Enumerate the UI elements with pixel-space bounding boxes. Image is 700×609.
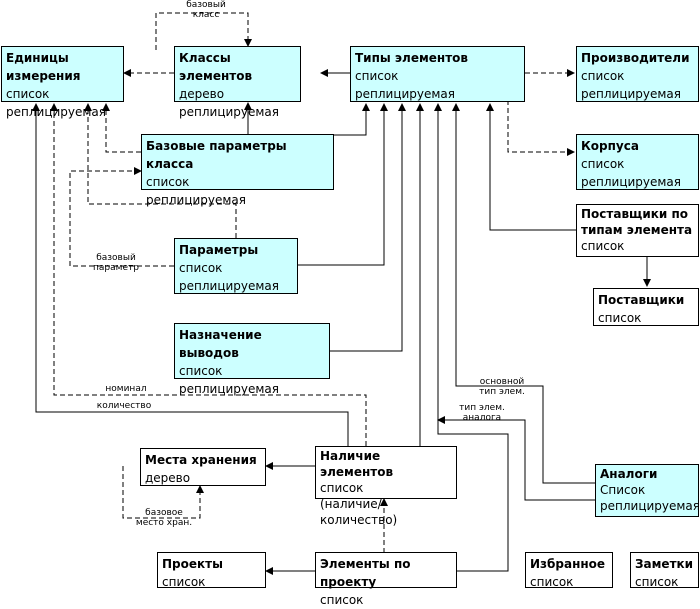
label-nominal-text: номинал	[105, 384, 147, 394]
label-base-storage-1: базовое	[145, 508, 183, 518]
edge-storage-self	[122, 466, 204, 519]
node-base-params-line1: список	[146, 175, 190, 189]
node-classes[interactable]: Классы элементов дерево реплицируемая	[174, 46, 301, 119]
node-units[interactable]: Единицы измерения список реплицируемая	[1, 46, 124, 119]
edge-params-units	[84, 103, 237, 238]
label-analog-type-2: аналога	[462, 413, 502, 423]
node-units-title: Единицы измерения	[6, 51, 81, 83]
edge-params-baseparams	[69, 167, 174, 267]
label-base-class-1: базовый	[186, 0, 226, 10]
node-storage-line1: дерево	[145, 471, 191, 485]
node-producers[interactable]: Производители список реплицируемая	[576, 46, 699, 102]
edge-analogs-types-main	[452, 103, 595, 484]
node-producers-title: Производители	[581, 51, 690, 65]
node-analogs[interactable]: Аналоги Список реплицируемая	[595, 464, 700, 517]
node-cases-line2: реплицируемая	[581, 175, 682, 189]
node-cases-title: Корпуса	[581, 139, 639, 153]
edge-suppliersbytype-types	[486, 103, 576, 231]
label-base-class-2: класс	[192, 10, 220, 20]
label-base-storage-2: место хран.	[135, 518, 193, 528]
node-projects[interactable]: Проекты список	[157, 552, 266, 589]
label-base-param-1: базовый	[96, 253, 136, 263]
relations-diagram	[32, 12, 651, 575]
node-producers-line1: список	[581, 69, 625, 83]
node-analogs-line2: реплицируемая	[600, 499, 700, 513]
edge-analogs-types-analog	[437, 416, 595, 501]
node-classes-line1: дерево	[179, 87, 225, 101]
node-projects-line1: список	[162, 575, 206, 589]
node-pin-purpose-line2: реплицируемая	[179, 382, 280, 396]
node-availability-line2: (наличие/количество)	[320, 497, 398, 527]
node-classes-line2: реплицируемая	[179, 105, 280, 119]
node-suppliers-by-type-title1: Поставщики по	[581, 207, 688, 221]
node-projects-title: Проекты	[162, 557, 223, 571]
node-availability-line1: список	[320, 481, 364, 495]
node-cases[interactable]: Корпуса список реплицируемая	[576, 134, 699, 190]
node-pin-purpose-title: Назначение выводов	[179, 328, 262, 360]
label-analog-type: тип элем. аналога	[454, 403, 510, 423]
edge-params-types	[298, 103, 388, 266]
node-base-params-title: Базовые параметры класса	[146, 139, 287, 171]
node-types-title: Типы элементов	[355, 51, 468, 65]
node-suppliers-by-type-line1: список	[581, 239, 625, 253]
node-suppliers[interactable]: Поставщики список	[593, 288, 699, 326]
node-base-params[interactable]: Базовые параметры класса список реплицир…	[141, 134, 334, 207]
node-types-line1: список	[355, 69, 399, 83]
node-storage-title: Места хранения	[145, 453, 257, 467]
node-suppliers-by-type-title2: типам элемента	[581, 223, 693, 237]
node-units-line2: реплицируемая	[6, 105, 107, 119]
node-favorites-title: Избранное	[530, 557, 606, 571]
node-base-params-line2: реплицируемая	[146, 193, 247, 207]
node-types-line2: реплицируемая	[355, 87, 456, 101]
node-units-line1: список	[6, 87, 50, 101]
node-favorites[interactable]: Избранное список	[525, 552, 613, 589]
label-base-param: базовый параметр	[86, 253, 146, 273]
node-analogs-title: Аналоги	[600, 467, 658, 481]
node-params[interactable]: Параметры список реплицируемая	[174, 238, 298, 294]
node-params-line2: реплицируемая	[179, 279, 280, 293]
node-params-line1: список	[179, 261, 223, 275]
node-suppliers-line1: список	[598, 311, 642, 325]
label-base-storage: базовое место хран.	[128, 508, 200, 528]
node-notes-line1: список	[635, 575, 679, 589]
node-cases-line1: список	[581, 157, 625, 171]
label-main-type-2: тип элем.	[479, 387, 525, 397]
node-project-elements-line1: список	[320, 593, 364, 607]
label-base-param-2: параметр	[93, 263, 139, 273]
node-availability-title: Наличие элементов	[320, 449, 394, 479]
node-pin-purpose[interactable]: Назначение выводов список реплицируемая	[174, 323, 330, 396]
node-favorites-line1: список	[530, 575, 574, 589]
node-suppliers-by-type[interactable]: Поставщики по типам элемента список	[576, 204, 699, 257]
node-analogs-line1: Список	[600, 483, 646, 497]
label-nominal: номинал	[96, 384, 156, 394]
label-main-type: основной тип элем.	[474, 377, 530, 397]
label-quantity-text: количество	[96, 401, 152, 411]
node-pin-purpose-line1: список	[179, 364, 223, 378]
edge-types-cases	[507, 100, 575, 156]
node-availability[interactable]: Наличие элементов список (наличие/количе…	[315, 446, 457, 527]
node-storage[interactable]: Места хранения дерево	[140, 448, 266, 486]
edge-baseparams-types	[334, 103, 370, 136]
node-suppliers-title: Поставщики	[598, 293, 685, 307]
label-quantity: количество	[92, 401, 156, 411]
node-notes[interactable]: Заметки список	[630, 552, 699, 589]
node-types[interactable]: Типы элементов список реплицируемая	[350, 46, 525, 102]
node-classes-title: Классы элементов	[179, 51, 253, 83]
node-notes-title: Заметки	[635, 557, 694, 571]
node-params-title: Параметры	[179, 243, 259, 257]
edge-availability-units-quantity	[32, 103, 349, 446]
edge-classes-self	[155, 12, 252, 50]
edge-availability-units-nominal	[50, 103, 367, 446]
label-base-class: базовый класс	[176, 0, 236, 20]
label-analog-type-1: тип элем.	[459, 403, 505, 413]
label-main-type-1: основной	[479, 377, 525, 387]
node-project-elements-title: Элементы по проекту	[320, 557, 411, 589]
edge-pins-types	[330, 103, 406, 352]
edge-baseparams-units	[102, 103, 141, 153]
node-project-elements[interactable]: Элементы по проекту список	[315, 552, 457, 607]
edge-projelements-types	[434, 103, 509, 572]
node-producers-line2: реплицируемая	[581, 87, 682, 101]
